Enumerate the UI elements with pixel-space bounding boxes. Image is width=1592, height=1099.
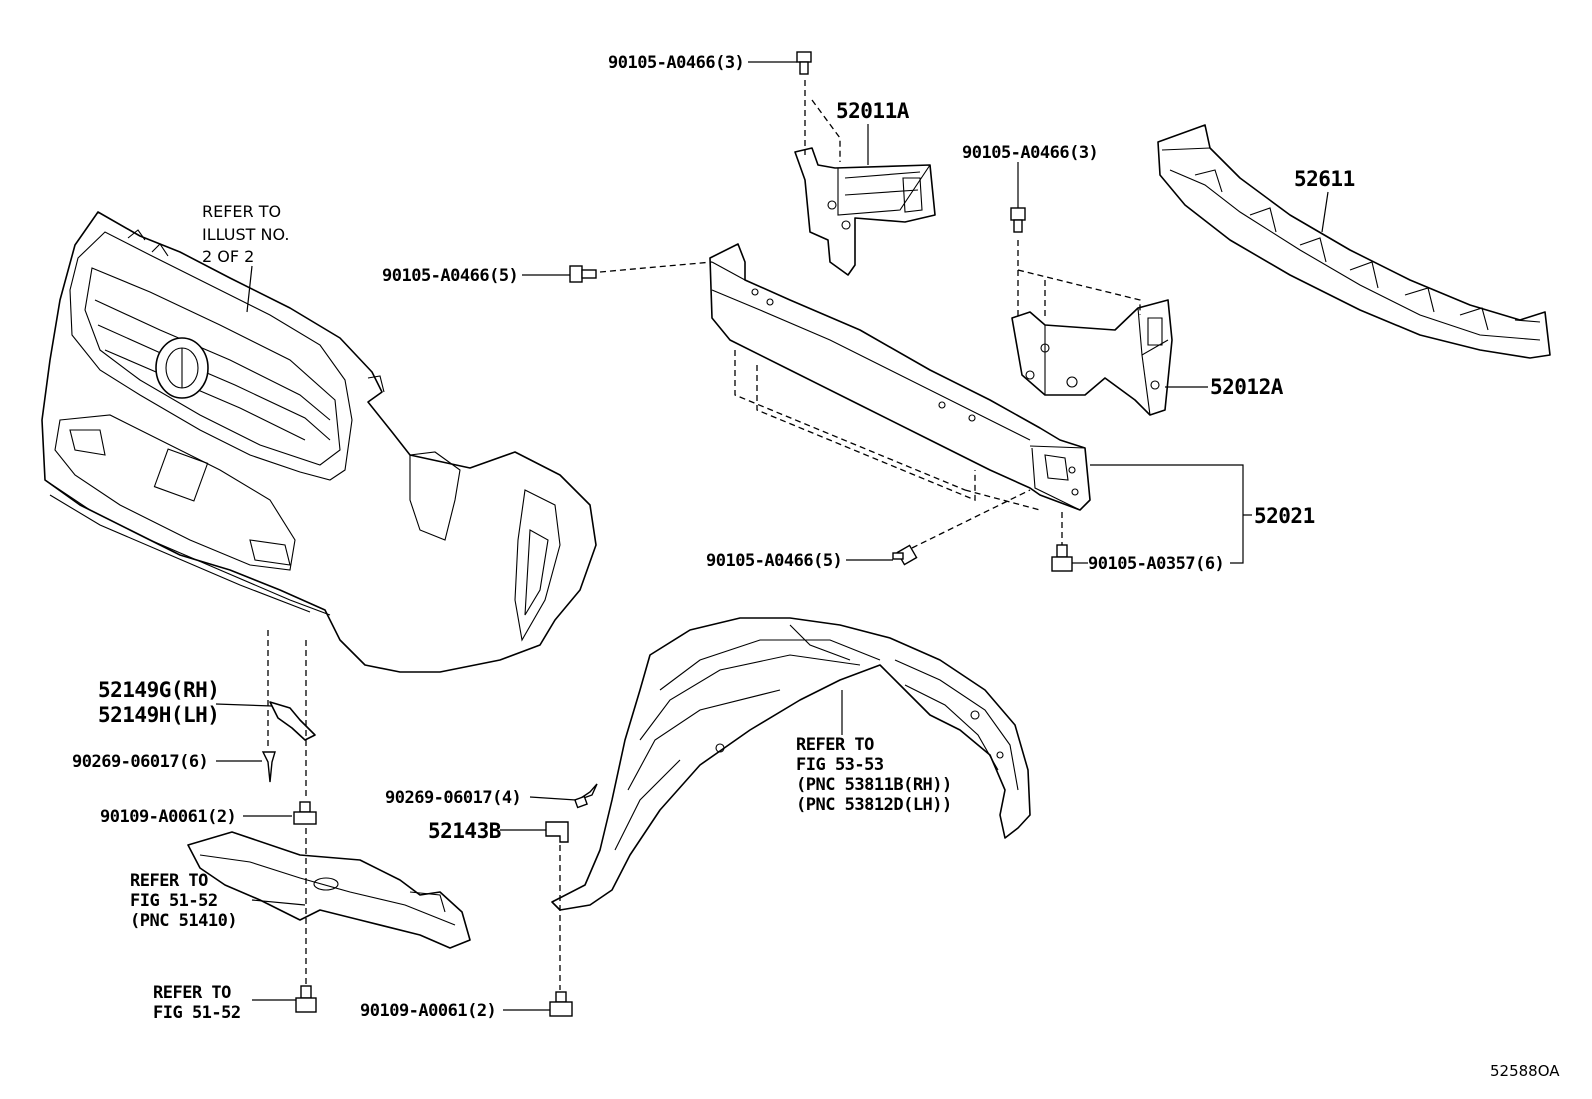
nut-52143b <box>545 821 569 843</box>
label-refer-undercover-line1: REFER TO <box>130 871 208 891</box>
refer-grille-label-line2: ILLUST NO. <box>202 225 289 244</box>
leader-52611 <box>1321 191 1329 233</box>
label-bolt-90109-upper: 90109-A0061(2) <box>100 807 236 827</box>
clip-90269-left <box>261 751 276 783</box>
engine-under-cover <box>187 831 471 949</box>
bumper-reinforcement-52021 <box>709 243 1091 511</box>
label-bolt-lower-right: 90105-A0357(6) <box>1088 554 1224 574</box>
label-part-52011a: 52011A <box>836 99 910 123</box>
label-part-52611: 52611 <box>1294 167 1355 191</box>
label-part-52021: 52021 <box>1254 504 1315 528</box>
label-refer-liner-line3: (PNC 53811B(RH)) <box>796 775 952 795</box>
label-clip-90269-liner: 90269-06017(4) <box>385 788 521 808</box>
leader-52149 <box>215 703 273 707</box>
label-bolt-90109-lower: 90109-A0061(2) <box>360 1001 496 1021</box>
bolt-bottom-left <box>295 985 317 1013</box>
label-refer-undercover-line3: (PNC 51410) <box>130 911 237 931</box>
clip-90269-liner <box>574 783 598 809</box>
fender-liner <box>551 617 1031 911</box>
label-refer-liner-line4: (PNC 53812D(LH)) <box>796 795 952 815</box>
leader-refer-undercover <box>251 899 306 906</box>
bracket-52011a <box>794 147 936 276</box>
label-refer-bottom-line2: FIG 51-52 <box>153 1003 241 1023</box>
refer-grille-label-line1: REFER TO <box>202 202 281 221</box>
illustration-id: 52588OA <box>1490 1062 1560 1080</box>
dash-52011a <box>804 80 841 162</box>
label-clip-90269-left: 90269-06017(6) <box>72 752 208 772</box>
label-part-52149g: 52149G(RH) <box>98 678 219 702</box>
label-bolt-top-52011a: 90105-A0466(3) <box>608 53 744 73</box>
dash-reinforcement-bolt <box>911 489 1031 549</box>
bolt-lower-reinforcement <box>892 544 918 566</box>
front-bumper-cover <box>41 211 597 673</box>
label-refer-liner-line1: REFER TO <box>796 735 874 755</box>
label-bolt-lower-reinforcement: 90105-A0466(5) <box>706 551 842 571</box>
dash-52012a <box>1017 240 1141 318</box>
label-part-52143b: 52143B <box>428 819 501 843</box>
bracket-52149 <box>269 701 316 741</box>
bracket-52012a <box>1011 299 1173 416</box>
leader-52021 <box>1090 464 1252 564</box>
dash-reinforcement-down2 <box>756 365 976 501</box>
label-refer-liner-line2: FIG 53-53 <box>796 755 884 775</box>
dash-reinforcement-mid <box>964 489 1041 511</box>
label-part-52012a: 52012A <box>1210 375 1284 399</box>
refer-grille-label-line3: 2 OF 2 <box>202 247 254 266</box>
bolt-lower-right <box>1051 544 1073 572</box>
bolt-90109-upper <box>293 801 317 825</box>
label-refer-undercover-line2: FIG 51-52 <box>130 891 218 911</box>
leader-clip-90269-liner <box>529 796 577 801</box>
energy-absorber-52611 <box>1157 124 1551 359</box>
dash-reinforcement-down1 <box>734 350 966 491</box>
refer-grille-leader <box>246 265 253 313</box>
bolt-top-52012a <box>1010 207 1026 233</box>
dash-reinforcement-left <box>599 261 713 273</box>
label-part-52149h: 52149H(LH) <box>98 703 219 727</box>
bolt-left-reinforcement <box>569 265 597 283</box>
bolt-90109-lower <box>549 991 573 1017</box>
label-refer-bottom-line1: REFER TO <box>153 983 231 1003</box>
bolt-top-52011a <box>796 51 812 75</box>
label-bolt-top-52012a: 90105-A0466(3) <box>962 143 1098 163</box>
label-bolt-left-reinforcement: 90105-A0466(5) <box>382 266 518 286</box>
